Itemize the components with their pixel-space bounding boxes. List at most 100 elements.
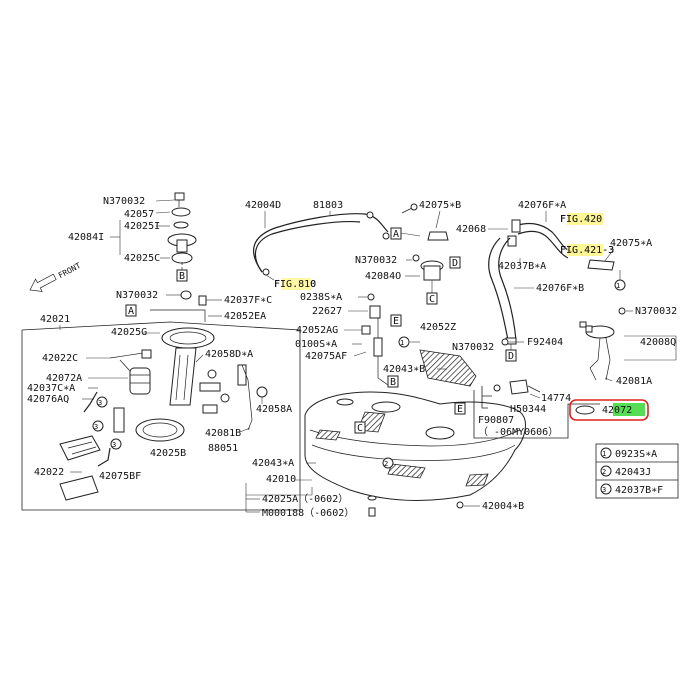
filler-hose-upper [513,222,573,253]
o-ring [575,405,595,415]
part-label[interactable]: 42076AQ [27,394,69,405]
part-label[interactable]: 42022C [42,353,78,364]
ref-letter: A [393,229,399,240]
selected-part-ring[interactable] [569,399,649,421]
part-label[interactable]: 42084I [68,232,104,243]
part-label[interactable]: 42081B [205,428,241,439]
ref-box [454,402,466,415]
part-label[interactable]: 0100S∗A [295,339,337,350]
part-label[interactable]: 42004∗B [482,501,524,512]
part-label[interactable]: 42021 [40,314,70,325]
fuel-pump-motor [129,367,151,395]
part-label[interactable]: H50344 [510,404,546,415]
ref-box [354,421,366,434]
part-label[interactable]: 42037F∗C [224,295,272,306]
part-label[interactable]: 42004D [245,200,281,211]
callout-number: 1 [616,282,620,290]
part-label[interactable]: 42075AF [305,351,347,362]
part-label-selected[interactable]: 42072 [602,405,632,416]
filler-hose-long [488,237,509,341]
fuel-tank: C 2 42043∗A 42010 [245,391,526,512]
seal-ring [173,221,189,229]
part-label[interactable]: 42025B [150,448,186,459]
part-label[interactable]: 42075∗B [419,200,461,211]
part-label[interactable]: 42084O [365,271,401,282]
part-label[interactable]: 22627 [312,306,342,317]
part-label[interactable]: N370032 [116,290,158,301]
part-label-note: （ -06MY0606） [478,426,558,438]
part-label[interactable]: 0238S∗A [300,292,342,303]
pump-assembly-frame [21,321,301,511]
cap-bolt [174,192,185,207]
pump-gasket [135,418,185,442]
legend-part[interactable]: 42037B∗F [615,485,663,496]
pump-strainer [59,435,101,461]
gasket-ring [171,207,191,217]
part-label[interactable]: 42076F∗B [536,283,584,294]
legend-part[interactable]: 42043J [615,467,651,478]
pump-bracket [169,347,197,406]
ref-box [505,349,517,362]
part-label[interactable]: 42052EA [224,311,266,322]
part-label[interactable]: 88051 [208,443,238,454]
svg-text:1: 1 [602,450,606,458]
callout-legend: 1 0923S∗A 2 42043J 3 42037B∗F [595,443,679,499]
filler-pipe-group: 42068 42076F∗A FIG.420 FIG.420 FIG.421-3… [454,200,677,439]
ref-box [449,256,461,269]
part-label[interactable]: N370032 [355,255,397,266]
part-label[interactable]: 42075∗A [610,238,652,249]
ref-letter: B [179,271,185,282]
legend-row: 3 42037B∗F [600,483,663,496]
part-label[interactable]: 42008Q [640,337,676,348]
legend-part[interactable]: 0923S∗A [615,449,657,460]
part-label[interactable]: 42022 [34,467,64,478]
ref-letter: B [390,377,396,388]
ref-box [426,292,438,305]
part-label[interactable]: 42037C∗A [27,383,75,394]
part-label[interactable]: 42081A [616,376,652,387]
part-label[interactable]: F90807 [478,415,514,426]
part-label[interactable]: 42025C [124,253,160,264]
part-label[interactable]: 42057 [124,209,154,220]
tank-body [304,391,526,501]
callout-number: 1 [400,339,404,347]
part-label[interactable]: 42058D∗A [205,349,253,360]
part-label[interactable]: 42037B∗A [498,261,546,272]
part-label[interactable]: N370032 [452,342,494,353]
part-label[interactable]: 42010 [266,474,296,485]
canister-bracket-group: 42052Z 1 N370032 42043∗B B [383,322,494,388]
part-label[interactable]: 42072A [46,373,82,384]
part-label[interactable]: 42052Z [420,322,456,333]
canister-plate [419,349,477,387]
part-label[interactable]: 42043∗A [252,458,294,469]
part-label[interactable]: N370032 [635,306,677,317]
ref-box [176,269,188,282]
part-label[interactable]: F92404 [527,337,563,348]
part-label[interactable]: 42075BF [99,471,141,482]
svg-text:2: 2 [602,468,606,476]
fig-ref-overlay: FIG.810 [274,279,316,290]
part-label[interactable]: 42043∗B [383,364,425,375]
vent-hose-group: 42004D 81803 FIG.810 FIG.810 42075∗B A N… [245,200,461,305]
part-label[interactable]: 42068 [456,224,486,235]
tank-bottom-labels: 42025A（-0602） M000188（-0602） 42004∗B [246,493,524,519]
strainer-lower [59,475,99,501]
part-label[interactable]: 42025I [124,221,160,232]
part-label[interactable]: 42025G [111,327,147,338]
part-label[interactable]: 42025A（-0602） [262,493,348,505]
ref-box [390,314,402,327]
part-label[interactable]: N370032 [103,196,145,207]
ref-box [390,227,402,240]
ref-letter: A [128,306,134,317]
legend-row: 2 42043J [600,465,651,478]
part-label[interactable]: 42052AG [296,325,338,336]
part-label[interactable]: 81803 [313,200,343,211]
fuel-level-sender [579,321,615,381]
part-label[interactable]: M000188（-0602） [262,507,354,519]
callout-number: 3 [98,399,102,407]
part-label[interactable]: 42058A [256,404,292,415]
part-label[interactable]: 42076F∗A [518,200,566,211]
part-label[interactable]: 14774 [541,393,571,404]
ref-letter: D [452,258,458,269]
ref-box [387,375,399,388]
